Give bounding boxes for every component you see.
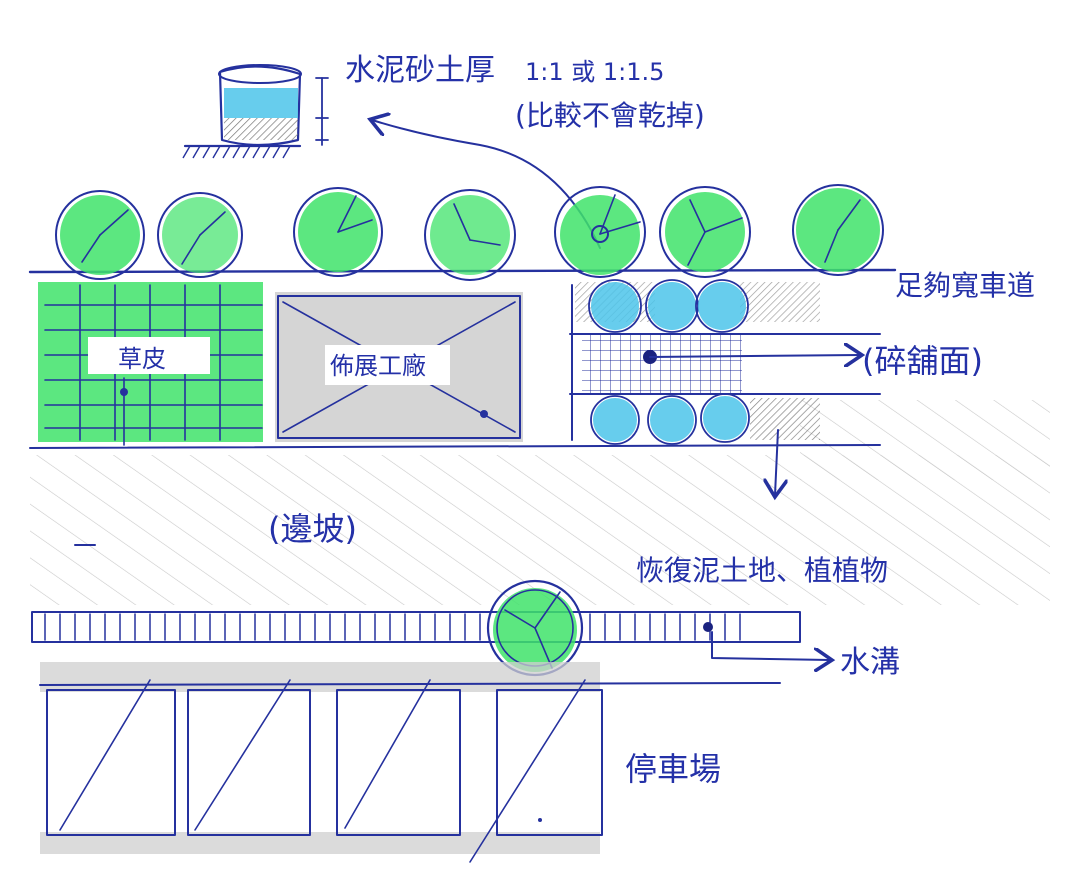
tree-canopy-icon [700,393,750,443]
tree-canopy-icon [695,279,749,333]
lawn-label: 草皮 [118,345,166,373]
arrow-icon [775,429,778,495]
lawn-block [38,282,263,446]
drain-label: 水溝 [840,645,900,680]
tree-canopy-icon [554,186,646,278]
restore-label: 恢復泥土地、植植物 [636,554,888,587]
paving-block [569,279,881,495]
exhibit-block [275,292,523,442]
planter-ratio: 1:1 或 1:1.5 [525,58,664,86]
parking-lot [46,679,603,863]
exhibit-label: 佈展工廠 [330,352,426,380]
tree-row [55,184,884,281]
tree-canopy-icon [659,186,751,278]
tree-canopy-icon [157,192,243,278]
planter-note-1: 水泥砂土厚 [345,53,495,88]
parking-label: 停車場 [625,750,721,788]
tree-canopy-icon [645,279,699,333]
slope-label: (邊坡) [268,510,357,548]
tree-canopy-icon [792,184,884,276]
planter-pot-icon [218,65,302,147]
planter-water [224,88,298,118]
parking-gray-band [40,662,600,692]
arrow-icon [649,355,860,357]
tree-canopy-icon [588,279,642,333]
arrow-icon [711,631,830,660]
tree-canopy-icon [55,190,145,280]
tree-canopy-icon [424,189,516,281]
planter-note-2: (比較不會乾掉) [515,99,705,132]
parking-gray-band-bottom [40,832,600,854]
planter-detail [182,64,329,159]
tree-canopy-icon [647,395,697,445]
tree-canopy-icon [486,579,584,677]
paving-label: (碎舖面) [862,342,983,380]
slope-area-right [800,400,1050,480]
tree-canopy-icon [293,187,383,277]
planter-soil [224,118,298,140]
drain-strip [31,611,801,643]
path-label: 足夠寬車道 [895,269,1035,302]
tree-canopy-icon [590,395,640,445]
